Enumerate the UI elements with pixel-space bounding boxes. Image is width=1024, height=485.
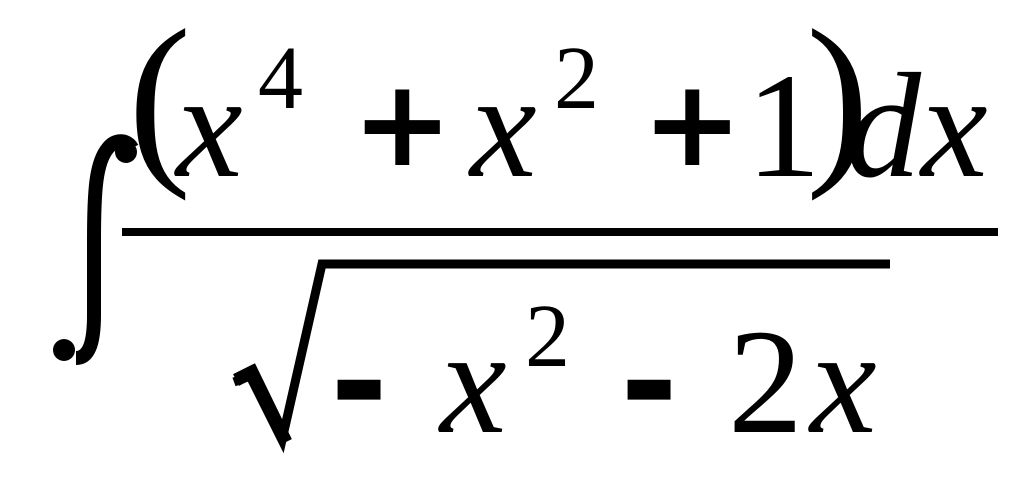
denominator-term1-base: x [438,299,507,465]
numerator-term1-base: x [174,43,243,209]
denominator-coefficient: 2 [728,299,803,465]
denominator: - x 2 - 2 x [232,259,890,465]
radical-sign [232,259,890,454]
numerator-term2-exponent: 2 [554,29,599,128]
plus-sign-1: + [352,55,453,194]
minus-sign-2: - [620,301,678,464]
fraction-bar [122,228,998,236]
numerator-constant: 1 [746,43,821,209]
minus-sign-1: - [330,301,388,464]
open-paren: ( [128,0,191,202]
denominator-term2-base: x [808,299,877,465]
close-paren: ) [806,0,869,202]
plus-sign-2: + [642,55,743,194]
differential-dx: dx [846,43,988,209]
numerator-term1-exponent: 4 [258,29,303,128]
numerator: ( x 4 + x 2 + 1 ) dx [128,0,988,209]
denominator-term1-exponent: 2 [525,287,570,386]
integral-sign [53,134,139,365]
numerator-term2-base: x [468,43,537,209]
